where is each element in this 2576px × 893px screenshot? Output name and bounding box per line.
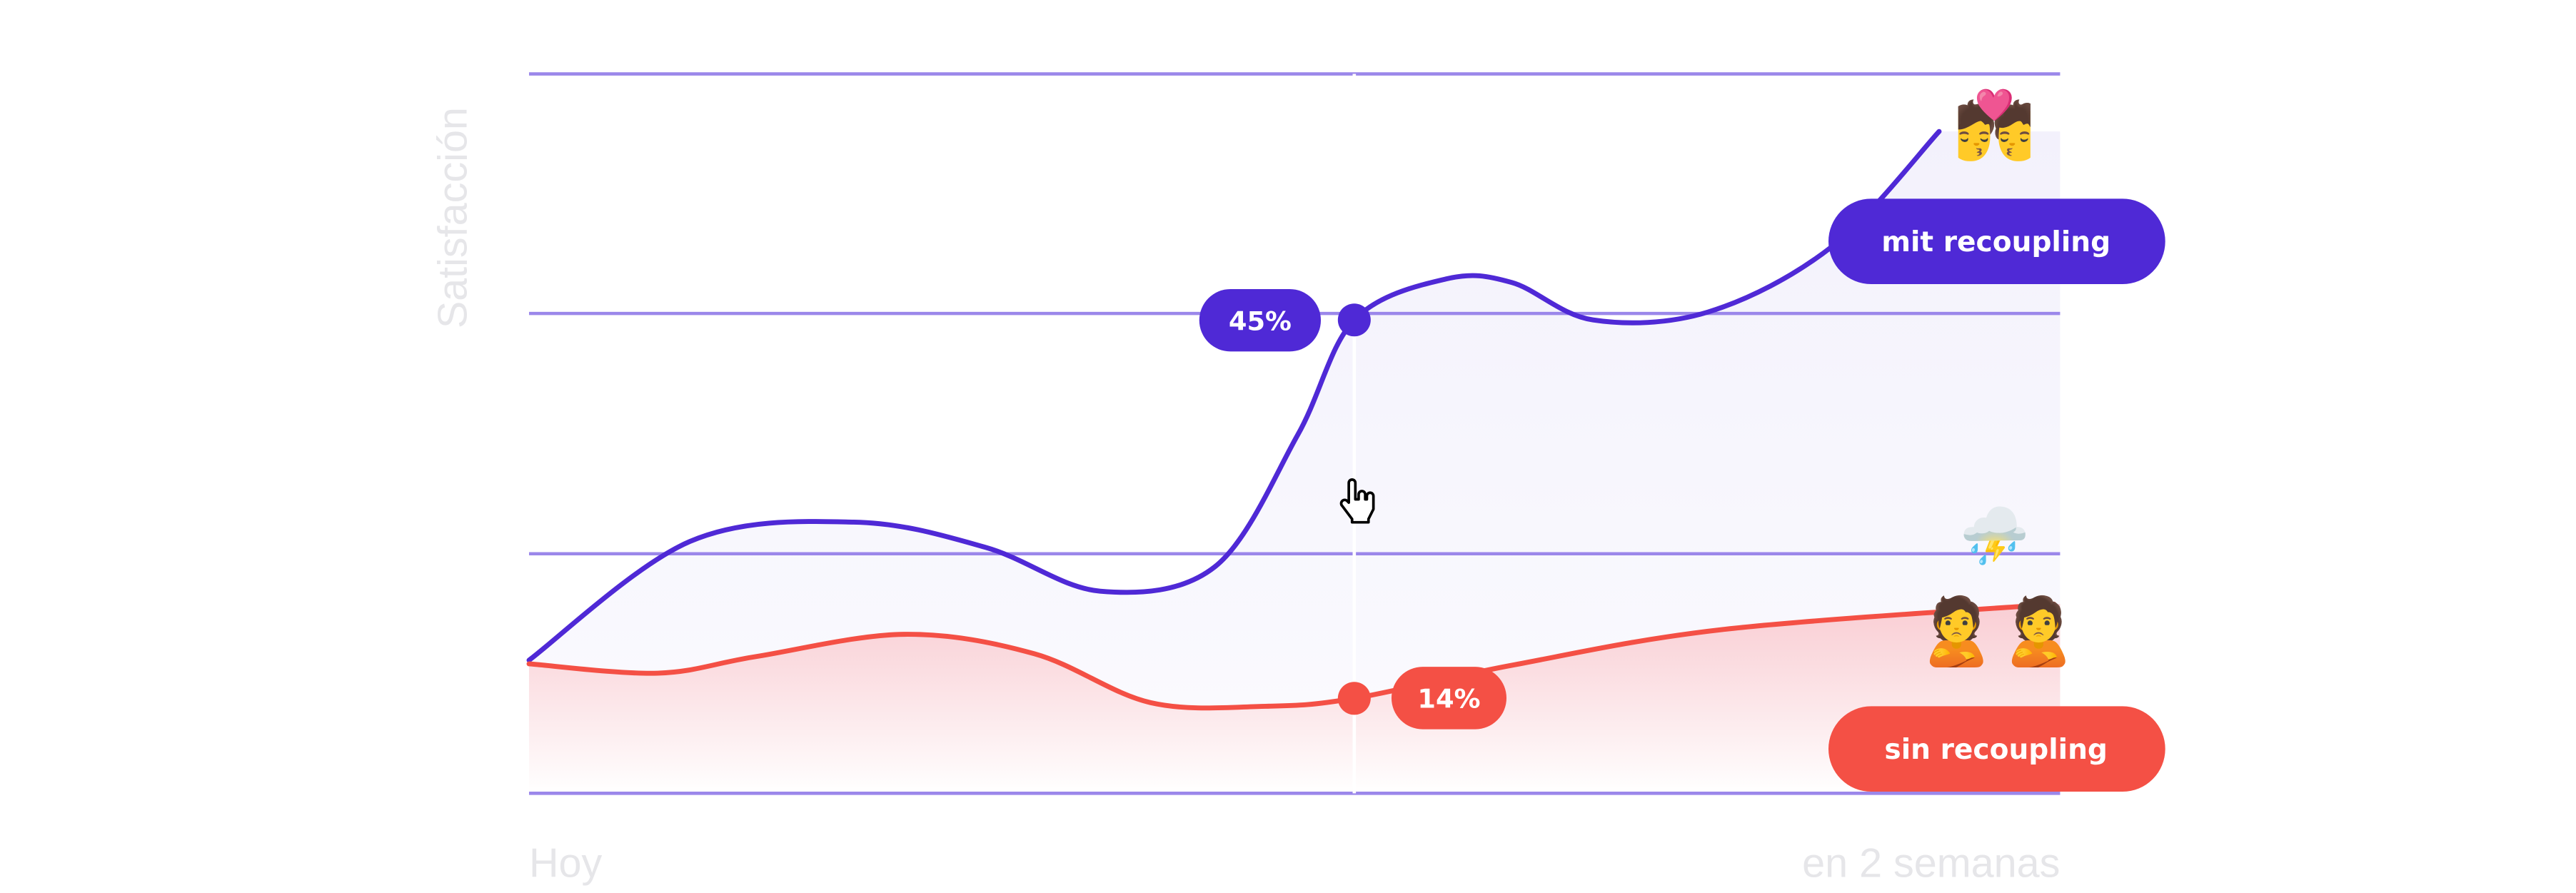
tooltip-mit-value: 45% — [1229, 306, 1292, 336]
x-tick-label-start: Hoy — [529, 841, 603, 887]
series-line-mit — [526, 128, 1942, 663]
tooltip-sin-value: 14% — [1417, 684, 1480, 715]
area-fill-mit — [528, 131, 2061, 794]
y-axis-label: Satisfacción — [431, 107, 476, 328]
tooltip-mit: 45% — [1199, 288, 1322, 352]
marker-dot-sin[interactable] — [1337, 682, 1371, 715]
storm-cloud-emoji-icon: ⛈️ — [1960, 505, 2029, 568]
legend-sin-label: sin recoupling — [1884, 734, 2108, 766]
x-tick-label-end: en 2 semanas — [1802, 841, 2060, 887]
hand-cursor-icon — [1339, 478, 1375, 524]
series-lines — [526, 128, 2057, 711]
legend-sin-recoupling[interactable]: sin recoupling — [1828, 706, 2165, 792]
area-fills — [528, 131, 2061, 794]
sad-people-emoji-icon: 🙎🙎 — [1916, 592, 2079, 669]
kiss-emoji-icon: 💏 — [1953, 88, 2036, 163]
tooltip-sin: 14% — [1391, 667, 1507, 730]
area-fill-sin — [528, 604, 2061, 794]
series-line-sin — [526, 601, 2057, 711]
legend-mit-recoupling[interactable]: mit recoupling — [1828, 198, 2165, 285]
marker-dot-mit[interactable] — [1337, 303, 1371, 337]
gridlines — [528, 72, 2061, 795]
legend-mit-label: mit recoupling — [1881, 226, 2110, 258]
